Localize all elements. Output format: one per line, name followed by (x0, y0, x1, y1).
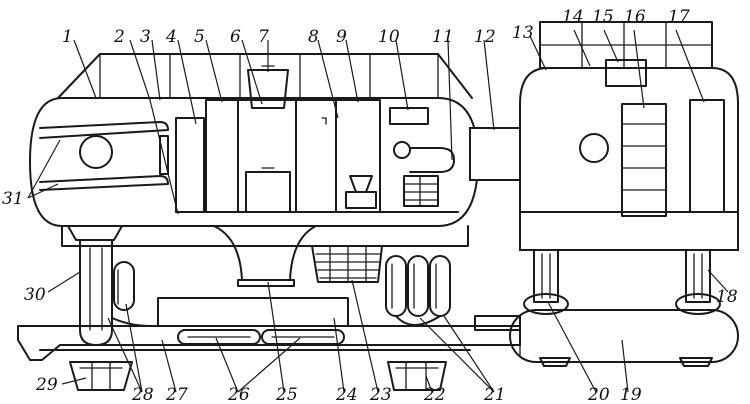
label-23: 23 (369, 385, 392, 404)
middle-bottles (385, 255, 451, 326)
middle-foot-22 (387, 361, 447, 391)
label-24: 24 (335, 385, 358, 404)
label-10: 10 (378, 27, 400, 47)
label-13: 13 (512, 23, 534, 43)
cage-23 (311, 245, 383, 283)
label-30: 30 (24, 285, 46, 305)
label-11: 11 (432, 27, 454, 47)
block-24 (157, 297, 349, 327)
label-28: 28 (131, 385, 154, 404)
label-31: 31 (2, 189, 24, 209)
main-hull (28, 53, 480, 247)
label-9: 9 (336, 27, 347, 47)
capsules-26 (177, 329, 345, 345)
leader-lines (27, 29, 729, 393)
label-4: 4 (165, 27, 177, 47)
label-18: 18 (716, 287, 738, 307)
label-17: 17 (668, 7, 690, 27)
right-module (519, 21, 739, 251)
label-22: 22 (423, 385, 446, 404)
label-2: 2 (113, 27, 125, 47)
label-15: 15 (592, 7, 614, 27)
left-foot-29 (69, 361, 133, 391)
label-8: 8 (308, 27, 319, 47)
label-3: 3 (140, 27, 151, 47)
label-14: 14 (562, 7, 584, 27)
label-25: 25 (275, 385, 298, 404)
label-20: 20 (587, 385, 610, 404)
connector-12 (469, 127, 521, 181)
right-supports (523, 249, 721, 315)
compartments (175, 65, 455, 213)
left-bottles (67, 225, 151, 346)
label-26: 26 (227, 385, 250, 404)
right-feet (539, 357, 713, 367)
base-platform (17, 315, 521, 361)
label-29: 29 (35, 375, 58, 395)
label-1: 1 (62, 27, 73, 47)
central-tube-25 (213, 225, 317, 287)
label-12: 12 (474, 27, 496, 47)
label-6: 6 (230, 27, 241, 47)
label-16: 16 (624, 7, 646, 27)
label-5: 5 (194, 27, 205, 47)
label-27: 27 (165, 385, 188, 404)
label-7: 7 (258, 27, 269, 47)
label-19: 19 (620, 385, 642, 404)
label-21: 21 (483, 385, 506, 404)
number-labels: 1 2 3 4 5 6 7 8 9 10 11 12 13 14 15 16 1… (2, 7, 738, 404)
